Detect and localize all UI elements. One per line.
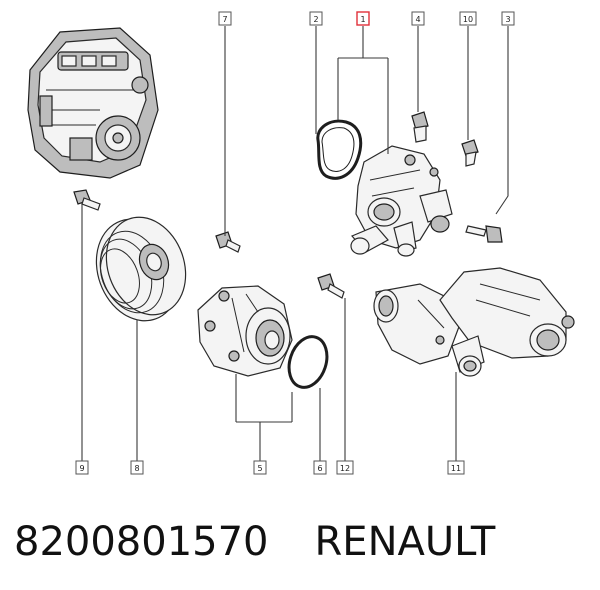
callout-2: 2 [309,11,323,26]
callout-8: 8 [130,460,144,475]
caption: 8200801570 RENAULT [14,512,594,572]
bolt-7 [215,231,241,253]
thermostat-housing-1 [350,145,453,257]
gasket-2 [316,119,363,180]
callout-12: 12 [336,460,354,475]
pulley-8 [95,216,187,322]
bleed-screw-10 [461,139,479,167]
leader-lines [81,26,509,470]
water-pump-5 [197,285,293,377]
brand-name: RENAULT [314,519,496,565]
svg-text:9: 9 [79,464,84,473]
sensor-4 [411,111,429,143]
bolt-9 [73,189,101,211]
callout-10: 10 [459,11,477,26]
callout-7: 7 [218,11,232,26]
svg-text:4: 4 [415,15,420,24]
callout-6: 6 [313,460,327,475]
callout-9: 9 [75,460,89,475]
callout-11: 11 [447,460,465,475]
callout-1-highlighted: 1 [356,11,370,26]
bolt-3 [465,225,503,243]
svg-text:6: 6 [317,464,322,473]
svg-text:3: 3 [505,15,510,24]
svg-text:12: 12 [340,464,350,473]
svg-text:10: 10 [463,15,473,24]
engine-illustration [27,27,159,179]
svg-text:1: 1 [360,15,365,24]
svg-text:5: 5 [257,464,262,473]
svg-text:2: 2 [313,15,318,24]
outlet-housing-11 [373,267,575,377]
callout-5: 5 [253,460,267,475]
callout-3: 3 [501,11,515,26]
bolt-12 [317,273,345,299]
svg-text:8: 8 [134,464,139,473]
o-ring-6 [287,335,329,389]
svg-text:7: 7 [222,15,227,24]
callout-4: 4 [411,11,425,26]
svg-text:11: 11 [451,464,461,473]
part-number: 8200801570 [14,519,269,565]
